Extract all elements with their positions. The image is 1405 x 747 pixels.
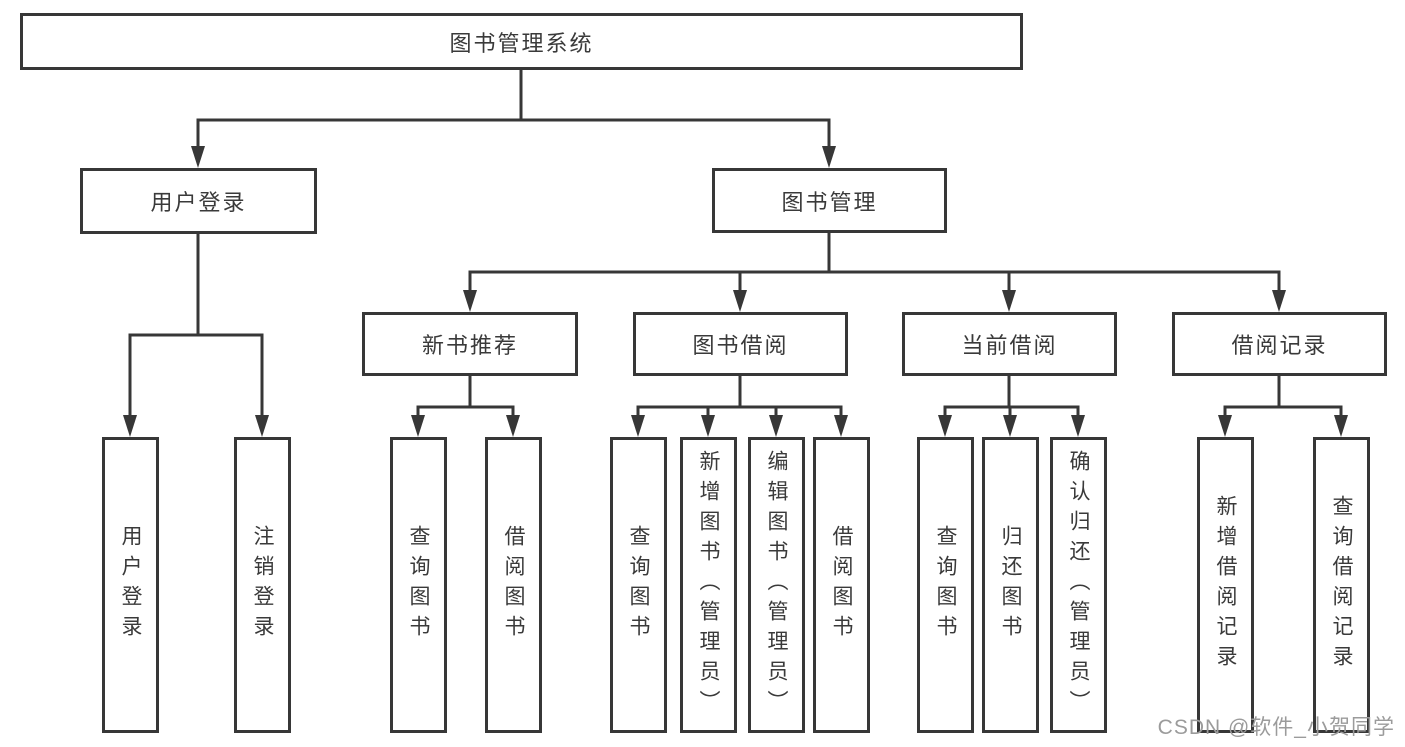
arrowhead-icon <box>191 146 205 168</box>
arrowhead-icon <box>123 415 137 437</box>
leaf-recommend-borrow-books: 借阅图书 <box>485 437 542 733</box>
node-label: 查询图书 <box>934 525 958 645</box>
arrowhead-icon <box>1218 415 1232 437</box>
arrowhead-icon <box>411 415 425 437</box>
node-label: 查询图书 <box>627 525 651 645</box>
arrowhead-icon <box>463 290 477 312</box>
leaf-current-return-books: 归还图书 <box>982 437 1039 733</box>
arrowhead-icon <box>938 415 952 437</box>
arrowhead-icon <box>1071 415 1085 437</box>
node-label: 确认归还（管理员） <box>1067 450 1091 720</box>
leaf-current-query-books: 查询图书 <box>917 437 974 733</box>
node-label: 借阅图书 <box>830 525 854 645</box>
arrowhead-icon <box>769 415 783 437</box>
leaf-records-add-borrow-record: 新增借阅记录 <box>1197 437 1254 733</box>
node-label: 新书推荐 <box>421 333 518 358</box>
node-label: 图书管理系统 <box>449 30 594 56</box>
node-label: 编辑图书（管理员） <box>765 450 789 720</box>
node-label: 新增图书（管理员） <box>697 450 721 720</box>
arrowhead-icon <box>506 415 520 437</box>
leaf-current-confirm-return-admin: 确认归还（管理员） <box>1050 437 1107 733</box>
arrowhead-icon <box>1272 290 1286 312</box>
leaf-borrow-edit-books-admin: 编辑图书（管理员） <box>748 437 805 733</box>
node-user-login: 用户登录 <box>80 168 317 234</box>
node-label: 借阅图书 <box>502 525 526 645</box>
node-label: 当前借阅 <box>961 333 1058 358</box>
node-label: 查询图书 <box>407 525 431 645</box>
leaf-recommend-query-books: 查询图书 <box>390 437 447 733</box>
node-label: 借阅记录 <box>1231 333 1328 358</box>
arrowhead-icon <box>631 415 645 437</box>
arrowhead-icon <box>834 415 848 437</box>
arrowhead-icon <box>701 415 715 437</box>
arrowhead-icon <box>255 415 269 437</box>
arrowhead-icon <box>822 146 836 168</box>
node-book-management: 图书管理 <box>712 168 947 233</box>
leaf-borrow-add-books-admin: 新增图书（管理员） <box>680 437 737 733</box>
leaf-borrow-borrow-books: 借阅图书 <box>813 437 870 733</box>
node-label: 新增借阅记录 <box>1214 495 1238 675</box>
node-label: 用户登录 <box>150 190 247 215</box>
node-label: 用户登录 <box>119 525 143 645</box>
arrowhead-icon <box>733 290 747 312</box>
node-label: 查询借阅记录 <box>1330 495 1354 675</box>
arrowhead-icon <box>1003 415 1017 437</box>
node-current-borrow: 当前借阅 <box>902 312 1117 376</box>
node-label: 注销登录 <box>251 525 275 645</box>
node-new-book-recommend: 新书推荐 <box>362 312 578 376</box>
node-label: 图书借阅 <box>692 333 789 358</box>
arrowhead-icon <box>1334 415 1348 437</box>
node-label: 图书管理 <box>781 189 878 215</box>
leaf-logout-login: 注销登录 <box>234 437 291 733</box>
leaf-user-login: 用户登录 <box>102 437 159 733</box>
leaf-records-query-borrow-record: 查询借阅记录 <box>1313 437 1370 733</box>
leaf-borrow-query-books: 查询图书 <box>610 437 667 733</box>
arrowhead-icon <box>1002 290 1016 312</box>
node-label: 归还图书 <box>999 525 1023 645</box>
node-library-system: 图书管理系统 <box>20 13 1023 70</box>
node-borrow-records: 借阅记录 <box>1172 312 1387 376</box>
csdn-watermark: CSDN @软件_小贺同学 <box>1157 716 1395 739</box>
node-book-borrow: 图书借阅 <box>633 312 848 376</box>
